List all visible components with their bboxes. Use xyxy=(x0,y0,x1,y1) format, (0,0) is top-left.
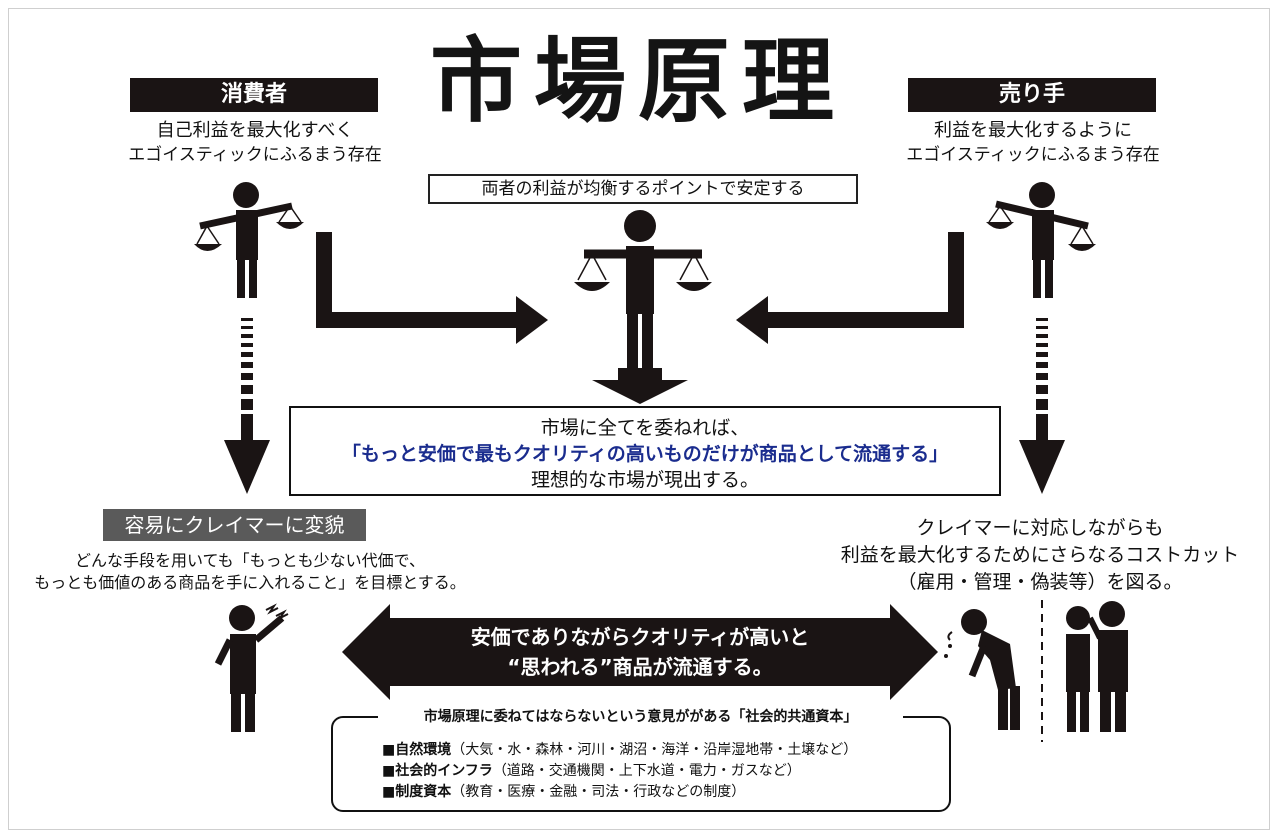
diagram-title: 市場原理 xyxy=(429,27,846,135)
balance-point-box: 両者の利益が均衡するポイントで安定する xyxy=(428,174,858,204)
common-capital-list: ■自然環境（大気・水・森林・河川・湖沼・海洋・沿岸湿地帯・土壌など） ■社会的イ… xyxy=(382,740,942,803)
bowing-figure-icon xyxy=(944,609,1020,730)
seller-down-arrow-icon xyxy=(1019,318,1065,494)
consumer-desc-line2: エゴイスティックにふるまう存在 xyxy=(128,145,382,165)
balanced-scale-figure-icon xyxy=(574,210,712,368)
list-item-body: （大気・水・森林・河川・湖沼・海洋・沿岸湿地帯・土壌など） xyxy=(451,742,858,758)
seller-to-center-arrow-icon xyxy=(736,232,964,344)
consumer-label: 消費者 xyxy=(130,78,378,112)
common-capital-title: 市場原理に委ねてはならないという意見ががある「社会的共通資本」 xyxy=(378,707,903,727)
seller-desc-line2: エゴイスティックにふるまう存在 xyxy=(906,145,1160,165)
double-arrow-icon xyxy=(342,604,938,700)
consumer-scale-figure-icon xyxy=(194,182,304,298)
list-item: ■社会的インフラ（道路・交通機関・上下水道・電力・ガスなど） xyxy=(382,761,942,782)
claimer-description: どんな手段を用いても「もっとも少ない代価で、 もっとも価値のある商品を手に入れる… xyxy=(10,550,490,594)
consumer-desc-line1: 自己利益を最大化すべく xyxy=(156,120,354,141)
consumer-to-center-arrow-icon xyxy=(316,232,548,344)
list-item-head: ■社会的インフラ xyxy=(382,763,493,779)
seller-desc-line1: 利益を最大化するように xyxy=(934,120,1132,141)
consumer-description: 自己利益を最大化すべく エゴイスティックにふるまう存在 xyxy=(110,118,400,168)
list-item: ■自然環境（大気・水・森林・河川・湖沼・海洋・沿岸湿地帯・土壌など） xyxy=(382,740,942,761)
center-down-arrow-icon xyxy=(592,368,688,404)
claimer-desc-line1: どんな手段を用いても「もっとも少ない代価で、 xyxy=(74,551,426,570)
cost-cut-line2: 利益を最大化するためにさらなるコストカット xyxy=(840,544,1240,566)
double-arrow-text: 安価でありながらクオリティが高いと “思われる”商品が流通する。 xyxy=(410,622,870,682)
list-item-head: ■制度資本 xyxy=(382,784,452,800)
ideal-market-line2: 「もっと安価で最もクオリティの高いものだけが商品として流通する」 xyxy=(341,443,949,465)
consumer-down-arrow-icon xyxy=(224,318,270,494)
seller-description: 利益を最大化するように エゴイスティックにふるまう存在 xyxy=(888,118,1178,168)
list-item: ■制度資本（教育・医療・金融・司法・行政などの制度） xyxy=(382,782,942,803)
cost-cut-description: クレイマーに対応しながらも 利益を最大化するためにさらなるコストカット （雇用・… xyxy=(810,515,1270,596)
outer-frame xyxy=(8,8,1270,830)
list-item-head: ■自然環境 xyxy=(382,742,452,758)
claimer-label: 容易にクレイマーに変貌 xyxy=(103,509,366,541)
cost-cut-line3: （雇用・管理・偽装等）を図る。 xyxy=(897,571,1183,593)
double-arrow-line1: 安価でありながらクオリティが高いと xyxy=(470,625,810,649)
double-arrow-line2: “思われる”商品が流通する。 xyxy=(507,655,773,679)
ideal-market-line1: 市場に全てを委ねれば、 xyxy=(540,417,750,439)
whispering-figures-icon xyxy=(1066,601,1128,732)
seller-label: 売り手 xyxy=(908,78,1156,112)
cost-cut-line1: クレイマーに対応しながらも xyxy=(916,517,1164,539)
list-item-body: （道路・交通機関・上下水道・電力・ガスなど） xyxy=(492,763,801,779)
list-item-body: （教育・医療・金融・司法・行政などの制度） xyxy=(451,784,746,800)
claimer-desc-line2: もっとも価値のある商品を手に入れること」を目標とする。 xyxy=(34,573,466,592)
ideal-market-line3: 理想的な市場が現出する。 xyxy=(530,469,759,491)
claimer-figure-icon xyxy=(214,603,289,732)
ideal-market-box: 市場に全てを委ねれば、 「もっと安価で最もクオリティの高いものだけが商品として流… xyxy=(289,406,1001,496)
seller-scale-figure-icon xyxy=(986,182,1096,298)
